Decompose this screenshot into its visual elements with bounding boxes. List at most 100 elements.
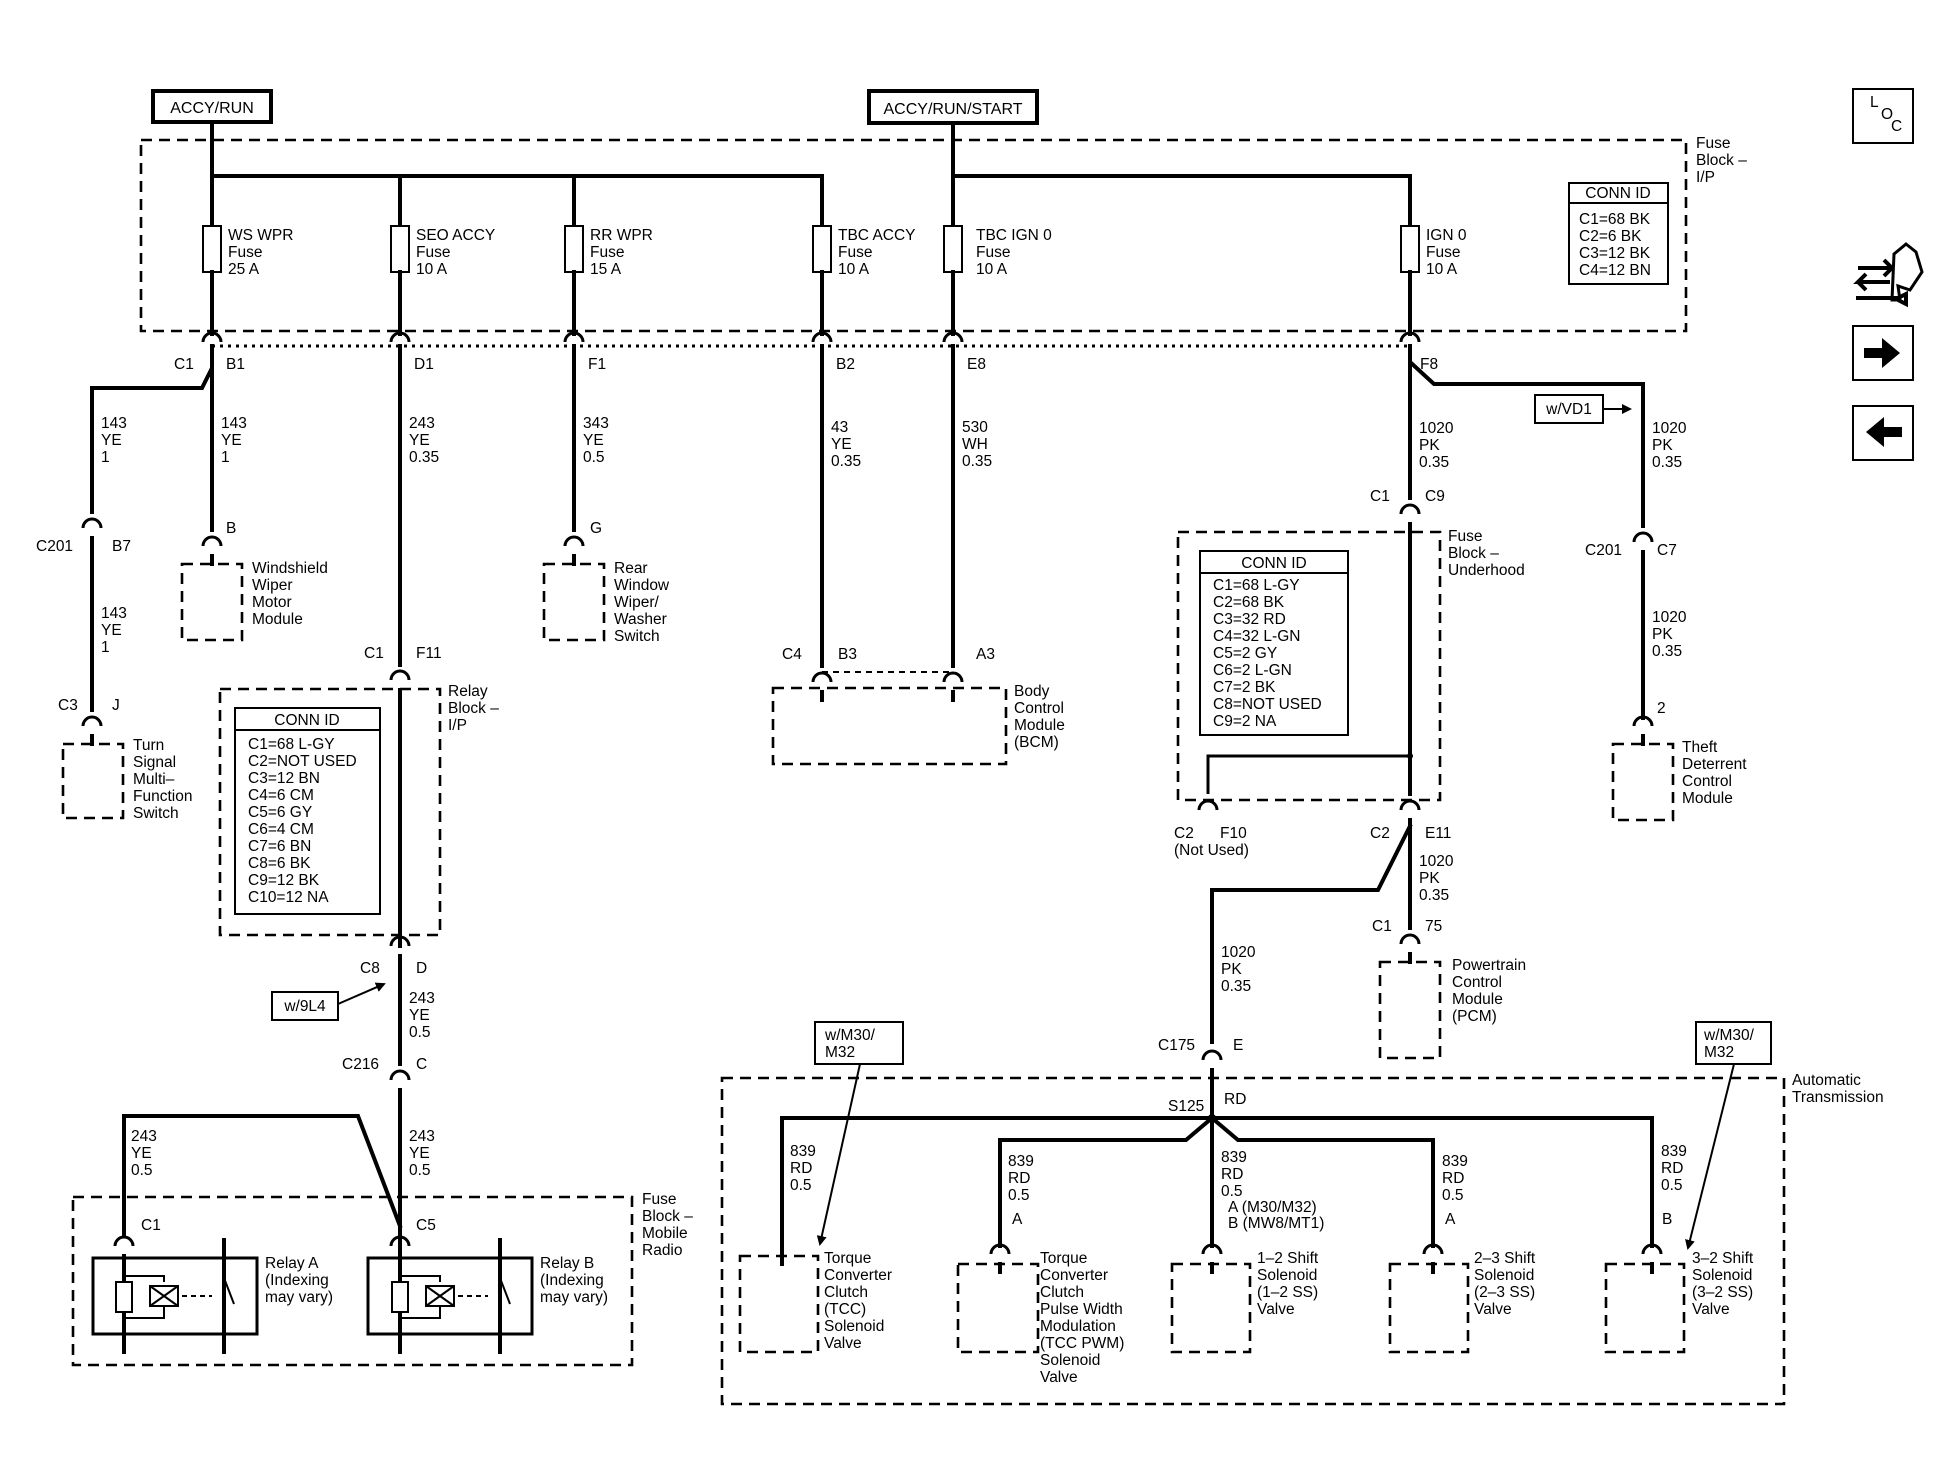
diagram-label: C201 xyxy=(1585,542,1622,559)
diagram-label: 0.35 xyxy=(409,449,439,466)
diagram-label: F10 xyxy=(1220,825,1247,842)
diagram-label: Motor xyxy=(252,594,292,611)
diagram-label: Solenoid xyxy=(1692,1267,1752,1284)
fuse-ign-0: IGN 0 Fuse 10 A xyxy=(1400,225,1467,336)
next-page-button[interactable] xyxy=(1852,325,1914,381)
diagram-label: Rear xyxy=(614,560,648,577)
diagram-label: 0.35 xyxy=(1221,978,1251,995)
fuse-block-ip-conn-id-table: CONN ID C1=68 BK C2=6 BK C3=12 BK C4=12 … xyxy=(1568,182,1669,285)
diagram-label: 0.5 xyxy=(409,1162,431,1179)
diagram-label: C3=12 BN xyxy=(248,770,320,787)
diagram-label: Fuse xyxy=(838,244,872,261)
diagram-label: Solenoid xyxy=(824,1318,884,1335)
accy-run-header: ACCY/RUN xyxy=(151,89,273,124)
diagram-label: YE xyxy=(101,432,122,449)
diagram-label: w/M30/ xyxy=(1703,1027,1755,1044)
diagram-label: Deterrent xyxy=(1682,756,1747,773)
diagram-label: (Indexing xyxy=(265,1272,329,1289)
fuse-block-underhood: Fuse Block – Underhood xyxy=(1176,528,1525,802)
diagram-label: (PCM) xyxy=(1452,1008,1497,1025)
diagram-label: Block – xyxy=(642,1208,693,1225)
diagram-label: Solenoid xyxy=(1040,1352,1100,1369)
diagram-label: Fuse xyxy=(590,244,624,261)
diagram-label: Transmission xyxy=(1792,1089,1884,1106)
diagram-label: C1 xyxy=(1370,488,1390,505)
diagram-label: Control xyxy=(1682,773,1732,790)
fuse-seo-accy: SEO ACCY Fuse 10 A xyxy=(390,225,495,336)
loc-button[interactable]: L O C xyxy=(1852,88,1914,144)
diagram-label: Pulse Width xyxy=(1040,1301,1123,1318)
diagram-label: I/P xyxy=(1696,169,1715,186)
diagram-label: C4=12 BN xyxy=(1579,262,1651,279)
diagram-label: Valve xyxy=(1474,1301,1512,1318)
diagram-label: IGN 0 xyxy=(1426,227,1467,244)
diagram-label: Windshield xyxy=(252,560,328,577)
diagram-label: w/9L4 xyxy=(283,998,326,1015)
diagram-label: Block – xyxy=(448,700,499,717)
diagram-label: (TCC PWM) xyxy=(1040,1335,1124,1352)
diagram-label: (3–2 SS) xyxy=(1692,1284,1753,1301)
diagram-label: Module xyxy=(1452,991,1503,1008)
shift-solenoid-3-2: 3–2 Shift Solenoid (3–2 SS) Valve xyxy=(1604,1250,1754,1354)
fuse-ws-wpr: WS WPR Fuse 25 A xyxy=(202,225,293,336)
diagram-label: C4=6 CM xyxy=(248,787,314,804)
diagram-label: Valve xyxy=(1257,1301,1295,1318)
theft-deterrent-module: Theft Deterrent Control Module xyxy=(1611,739,1747,822)
diagram-label: A3 xyxy=(976,646,995,663)
diagram-label: Washer xyxy=(614,611,667,628)
turn-signal-switch: Turn Signal Multi– Function Switch xyxy=(61,737,192,822)
diagram-label: 143 xyxy=(101,605,127,622)
diagram-label: C8=NOT USED xyxy=(1213,696,1322,713)
diagram-label: M32 xyxy=(1704,1044,1734,1061)
diagram-label: C9=2 NA xyxy=(1213,713,1277,730)
previous-page-button[interactable] xyxy=(1852,405,1914,461)
connector-wrench-icon[interactable] xyxy=(1853,242,1924,308)
diagram-label: YE xyxy=(409,1007,430,1024)
diagram-label: C5 xyxy=(416,1217,436,1234)
diagram-label: 839 xyxy=(790,1143,816,1160)
diagram-label: B xyxy=(226,520,236,537)
diagram-label: Module xyxy=(252,611,303,628)
diagram-label: C6=4 CM xyxy=(248,821,314,838)
diagram-label: Mobile xyxy=(642,1225,688,1242)
diagram-label: F11 xyxy=(416,645,442,662)
power-bus xyxy=(210,138,1412,178)
diagram-label: C2=NOT USED xyxy=(248,753,357,770)
body-control-module: Body Control Module (BCM) xyxy=(771,683,1065,766)
diagram-label: Theft xyxy=(1682,739,1718,756)
diagram-label: Fuse xyxy=(1696,135,1730,152)
diagram-label: CONN ID xyxy=(274,712,339,729)
diagram-label: A xyxy=(1012,1211,1023,1228)
diagram-label: C3=32 RD xyxy=(1213,611,1286,628)
diagram-label: F8 xyxy=(1420,356,1438,373)
diagram-label: 0.5 xyxy=(1008,1187,1030,1204)
diagram-label: 243 xyxy=(409,415,435,432)
relay-a: Relay A (Indexing may vary) xyxy=(91,1238,333,1354)
option-w-m30-right: w/M30/ M32 xyxy=(1685,1021,1772,1250)
diagram-label: B3 xyxy=(838,646,857,663)
diagram-label: 15 A xyxy=(590,261,622,278)
relay-b: Relay B (Indexing may vary) xyxy=(366,1238,608,1354)
diagram-label: C5=6 GY xyxy=(248,804,312,821)
automatic-transmission: Automatic Transmission xyxy=(720,1072,1884,1406)
diagram-label: C1=68 L-GY xyxy=(248,736,335,753)
diagram-label: w/VD1 xyxy=(1545,401,1592,418)
diagram-label: Function xyxy=(133,788,192,805)
diagram-label: Torque xyxy=(1040,1250,1087,1267)
diagram-label: C xyxy=(1891,118,1902,135)
diagram-label: TBC ACCY xyxy=(838,227,916,244)
diagram-label: PK xyxy=(1221,961,1242,978)
diagram-label: Clutch xyxy=(824,1284,868,1301)
diagram-label: C2=6 BK xyxy=(1579,228,1642,245)
diagram-label: YE xyxy=(409,1145,430,1162)
diagram-label: Solenoid xyxy=(1474,1267,1534,1284)
diagram-label: 3–2 Shift xyxy=(1692,1250,1754,1267)
diagram-label: Fuse xyxy=(1426,244,1460,261)
diagram-label: Valve xyxy=(824,1335,862,1352)
diagram-label: C1=68 L-GY xyxy=(1213,577,1300,594)
fuse-tbc-accy: TBC ACCY Fuse 10 A xyxy=(812,225,916,336)
diagram-label: C2 xyxy=(1174,825,1194,842)
diagram-label: B7 xyxy=(112,538,131,555)
diagram-label: 243 xyxy=(409,990,435,1007)
fuse-rr-wpr: RR WPR Fuse 15 A xyxy=(564,225,653,336)
